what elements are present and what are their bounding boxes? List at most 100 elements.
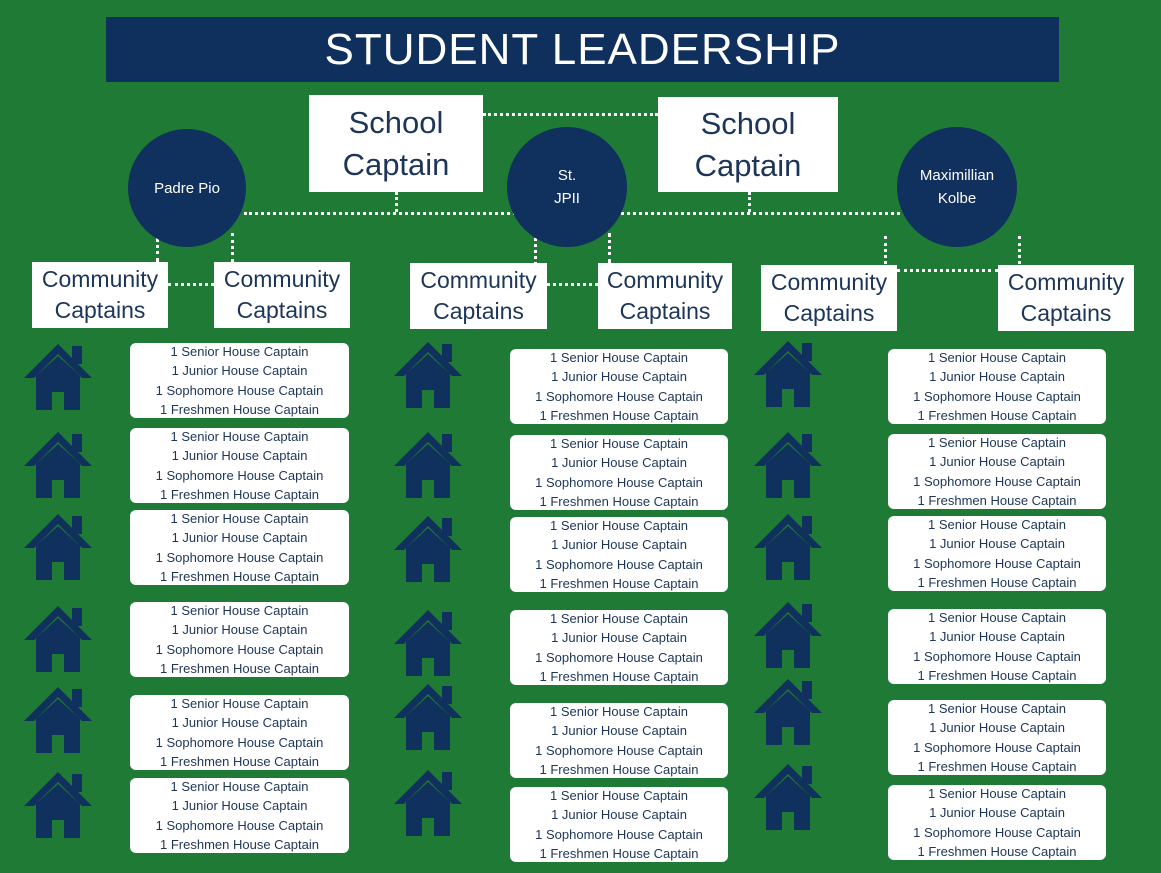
house-captain-card: 1 Senior House Captain 1 Junior House Cap… [510, 435, 728, 510]
junior-house-captain-line: 1 Junior House Captain [171, 798, 308, 814]
house-captain-card: 1 Senior House Captain 1 Junior House Cap… [130, 602, 349, 677]
senior-house-captain-line: 1 Senior House Captain [927, 349, 1067, 365]
freshmen-house-captain-line: 1 Freshmen House Captain [160, 660, 319, 676]
senior-house-captain-line: 1 Senior House Captain [549, 349, 689, 365]
freshmen-house-captain-line: 1 Freshmen House Captain [160, 486, 319, 502]
senior-house-captain-line: 1 Senior House Captain [927, 700, 1067, 716]
junior-house-captain-line: 1 Junior House Captain [551, 369, 687, 385]
freshmen-house-captain-line: 1 Freshmen House Captain [160, 401, 319, 417]
freshmen-house-captain-line: 1 Freshmen House Captain [160, 836, 319, 852]
house-icon [22, 768, 94, 840]
junior-house-captain-line: 1 Junior House Captain [929, 454, 1065, 470]
house-icon [22, 510, 94, 582]
sophomore-house-captain-line: 1 Sophomore House Captain [535, 649, 703, 665]
junior-house-captain-line: 1 Junior House Captain [171, 622, 308, 638]
house-captain-card: 1 Senior House Captain 1 Junior House Cap… [130, 778, 349, 853]
senior-house-captain-line: 1 Senior House Captain [170, 695, 309, 711]
house-name-line1: St. [557, 167, 577, 184]
freshmen-house-captain-line: 1 Freshmen House Captain [917, 407, 1077, 423]
community-captains-line1: Community [1007, 269, 1125, 295]
connector-kolbe-community [897, 269, 998, 272]
house-captain-card: 1 Senior House Captain 1 Junior House Cap… [510, 517, 728, 592]
freshmen-house-captain-line: 1 Freshmen House Captain [160, 753, 319, 769]
connector-school-captain-left [395, 192, 398, 212]
freshmen-house-captain-line: 1 Freshmen House Captain [539, 407, 699, 423]
connector-jpii-left [534, 238, 537, 265]
junior-house-captain-line: 1 Junior House Captain [929, 720, 1065, 736]
freshmen-house-captain-line: 1 Freshmen House Captain [539, 575, 699, 591]
school-captain-line1: School [700, 105, 796, 141]
freshmen-house-captain-line: 1 Freshmen House Captain [539, 761, 699, 777]
freshmen-house-captain-line: 1 Freshmen House Captain [917, 492, 1077, 508]
house-captain-card: 1 Senior House Captain 1 Junior House Cap… [888, 700, 1106, 775]
house-name-line1: Padre Pio [154, 179, 220, 197]
connector-padre-pio-right [231, 233, 234, 262]
sophomore-house-captain-line: 1 Sophomore House Captain [913, 824, 1081, 840]
junior-house-captain-line: 1 Junior House Captain [551, 807, 687, 823]
community-captains-line2: Captains [783, 300, 875, 326]
freshmen-house-captain-line: 1 Freshmen House Captain [539, 845, 699, 861]
sophomore-house-captain-line: 1 Sophomore House Captain [535, 742, 703, 758]
house-icon [752, 760, 824, 832]
school-captain-line2: Captain [342, 146, 450, 182]
sophomore-house-captain-line: 1 Sophomore House Captain [535, 388, 703, 404]
freshmen-house-captain-line: 1 Freshmen House Captain [539, 493, 699, 509]
house-icon [392, 338, 464, 410]
house-icon [752, 598, 824, 670]
senior-house-captain-line: 1 Senior House Captain [170, 343, 309, 359]
senior-house-captain-line: 1 Senior House Captain [549, 435, 689, 451]
house-name-line1: Maximillian [919, 167, 995, 184]
senior-house-captain-line: 1 Senior House Captain [549, 517, 689, 533]
house-icon [752, 510, 824, 582]
house-icon [392, 766, 464, 838]
house-name-line2: Kolbe [937, 190, 977, 207]
senior-house-captain-line: 1 Senior House Captain [170, 428, 309, 444]
connector-school-captain-right [748, 192, 751, 212]
junior-house-captain-line: 1 Junior House Captain [551, 723, 687, 739]
sophomore-house-captain-line: 1 Sophomore House Captain [913, 739, 1081, 755]
house-name-line2: JPII [554, 190, 580, 207]
sophomore-house-captain-line: 1 Sophomore House Captain [155, 734, 324, 750]
sophomore-house-captain-line: 1 Sophomore House Captain [155, 467, 324, 483]
senior-house-captain-line: 1 Senior House Captain [549, 703, 689, 719]
sophomore-house-captain-line: 1 Sophomore House Captain [913, 473, 1081, 489]
school-captain-line2: Captain [694, 147, 802, 183]
house-icon [392, 512, 464, 584]
junior-house-captain-line: 1 Junior House Captain [929, 536, 1065, 552]
connector-jpii-community [547, 283, 598, 286]
senior-house-captain-line: 1 Senior House Captain [170, 602, 309, 618]
junior-house-captain-line: 1 Junior House Captain [171, 530, 308, 546]
junior-house-captain-line: 1 Junior House Captain [551, 455, 687, 471]
sophomore-house-captain-line: 1 Sophomore House Captain [535, 826, 703, 842]
community-captains-line2: Captains [54, 297, 146, 323]
community-captains-line2: Captains [619, 298, 711, 324]
connector-school-captains [483, 113, 658, 116]
sophomore-house-captain-line: 1 Sophomore House Captain [913, 555, 1081, 571]
community-captains-line2: Captains [1020, 300, 1112, 326]
community-captains-line1: Community [41, 266, 159, 292]
house-icon [752, 428, 824, 500]
sophomore-house-captain-line: 1 Sophomore House Captain [155, 817, 324, 833]
community-captains-line2: Captains [433, 298, 524, 324]
connector-jpii-right [608, 233, 611, 263]
connector-kolbe-right [1018, 236, 1021, 264]
community-captains-line1: Community [223, 266, 341, 292]
freshmen-house-captain-line: 1 Freshmen House Captain [539, 668, 699, 684]
sophomore-house-captain-line: 1 Sophomore House Captain [913, 388, 1081, 404]
senior-house-captain-line: 1 Senior House Captain [170, 778, 309, 794]
junior-house-captain-line: 1 Junior House Captain [171, 715, 308, 731]
sophomore-house-captain-line: 1 Sophomore House Captain [913, 648, 1081, 664]
junior-house-captain-line: 1 Junior House Captain [551, 537, 687, 553]
freshmen-house-captain-line: 1 Freshmen House Captain [917, 574, 1077, 590]
school-captain-box: School Captain [309, 95, 483, 192]
freshmen-house-captain-line: 1 Freshmen House Captain [160, 568, 319, 584]
